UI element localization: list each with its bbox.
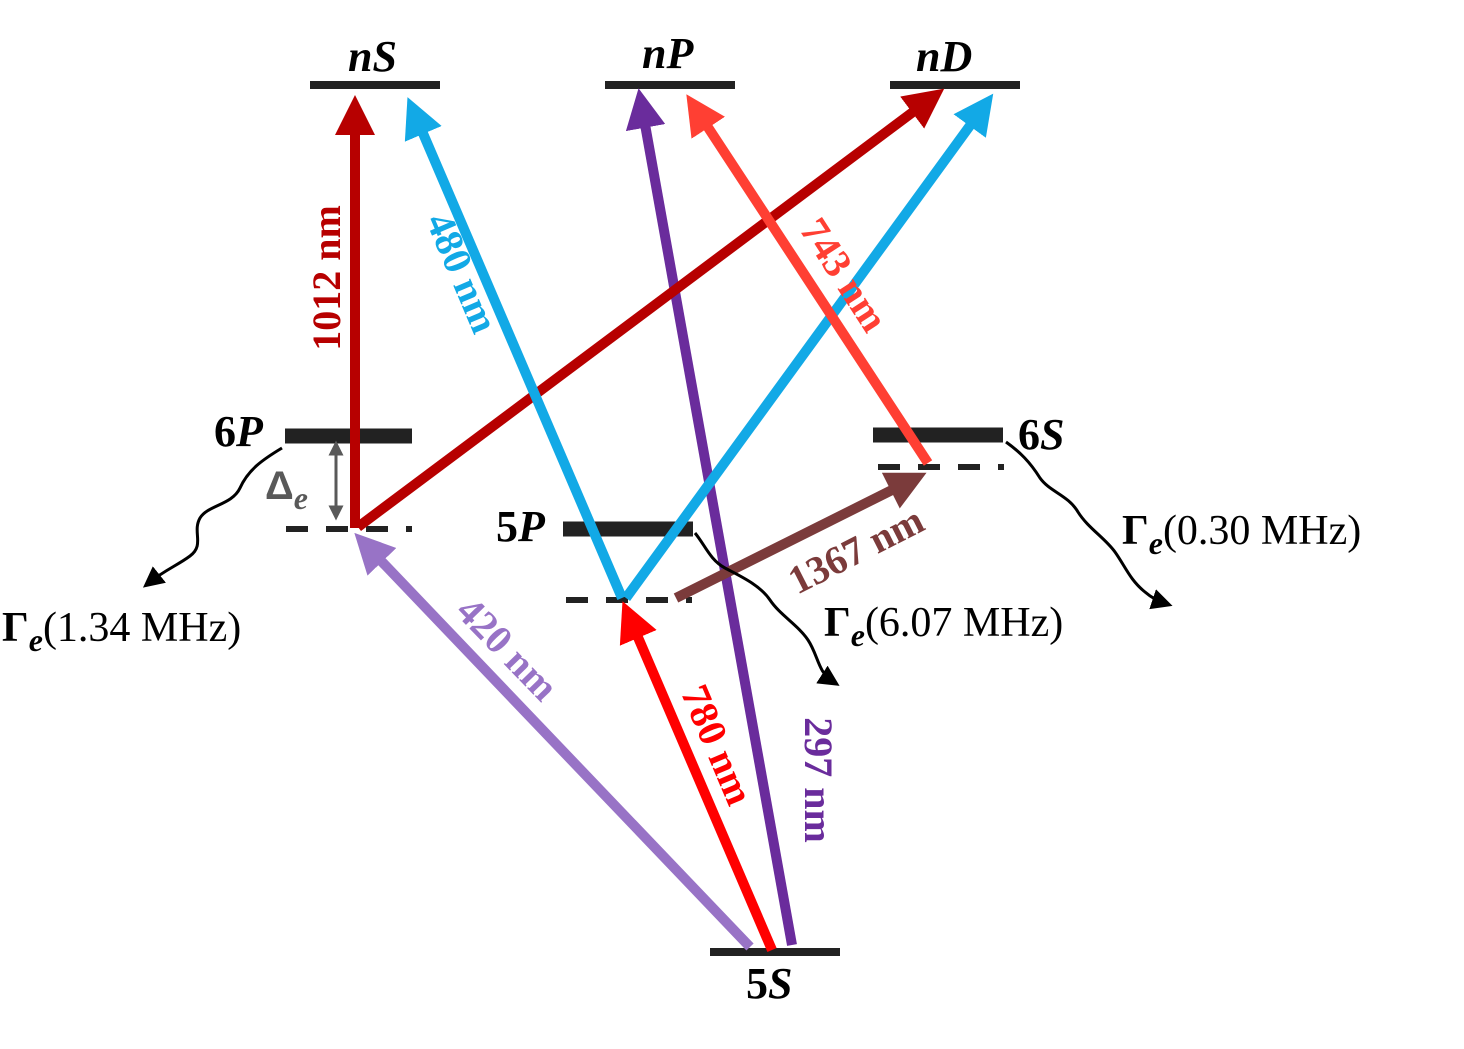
- detuning-label: Δe: [265, 464, 308, 516]
- virtual-levels: [286, 464, 1004, 603]
- label-6P: 6P: [214, 407, 264, 456]
- decay-rate-6P: Γe(1.34 MHz): [2, 605, 241, 658]
- label-nD: nD: [916, 32, 972, 81]
- label-nP: nP: [642, 29, 694, 78]
- wavelength-480nm: 480 nm: [417, 206, 507, 339]
- energy-levels: [285, 81, 1020, 956]
- label-6S: 6S: [1018, 410, 1064, 459]
- decay-wiggle-5P: [693, 532, 840, 686]
- arrow-743nm: [686, 94, 933, 466]
- decay-labels: Γe(1.34 MHz) Γe(6.07 MHz) Γe(0.30 MHz): [2, 508, 1361, 658]
- decay-rate-6S: Γe(0.30 MHz): [1122, 508, 1361, 561]
- label-nS: nS: [348, 32, 397, 81]
- arrow-297nm: [625, 88, 797, 946]
- arrow-6P-to-nD: [355, 88, 945, 532]
- detuning-marker: Δe: [265, 440, 344, 521]
- arrow-1367nm: [673, 472, 927, 603]
- transitions: [335, 88, 994, 952]
- arrow-480nm: [404, 97, 627, 600]
- decay-wiggle-6S: [1005, 440, 1173, 610]
- label-5S: 5S: [746, 959, 792, 1008]
- wavelength-1012nm: 1012 nm: [304, 205, 349, 351]
- arrow-420nm: [354, 532, 754, 951]
- decay-paths: [142, 440, 1173, 686]
- decay-wiggle-6P: [142, 446, 283, 588]
- arrow-780nm: [619, 601, 777, 952]
- decay-rate-5P: Γe(6.07 MHz): [824, 600, 1063, 653]
- level-labels: nS nP nD 6P 6S 5P 5S: [214, 29, 1064, 1008]
- arrow-5P-to-nD: [621, 93, 994, 601]
- wavelength-297nm: 297 nm: [796, 717, 841, 843]
- label-5P: 5P: [496, 502, 546, 551]
